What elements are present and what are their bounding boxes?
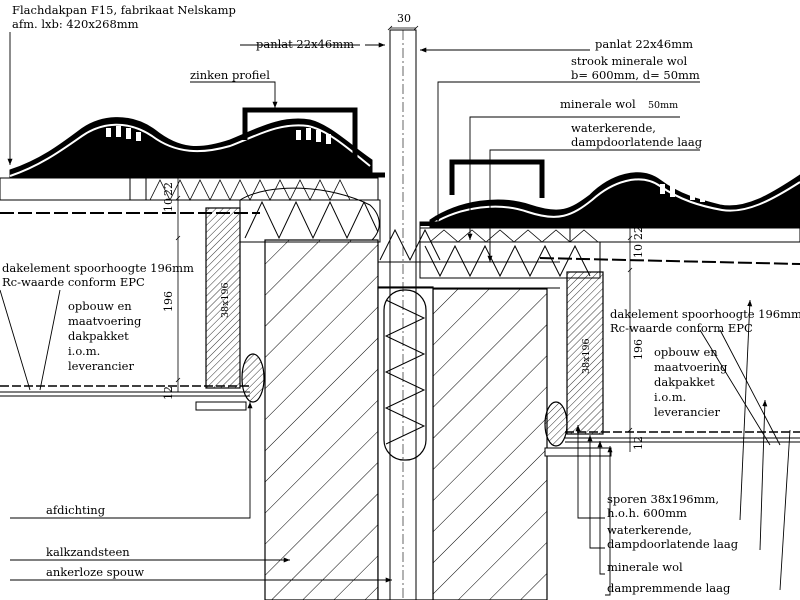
cavity-insulation [377,286,434,600]
label-membrane-top-1: waterkerende, [571,121,656,135]
zinc-profile [242,107,545,226]
inner-leaf-wall [432,288,548,600]
right-roof-element [419,172,800,457]
label-mineral-wool-top: minerale wol [560,97,636,111]
label-sealing: afdichting [46,503,106,517]
label-mineral-wool-top-size: 50mm [648,100,678,111]
dim-cavity-width: 30 [397,12,411,25]
label-build-right-3: dakpakket [654,375,715,389]
label-roof-left-2: Rc-waarde conform EPC [2,275,145,289]
label-roof-right-1: dakelement spoorhoogte 196mm [610,307,800,321]
label-mineral-wool-bottom: minerale wol [607,560,683,574]
label-build-right-1: opbouw en [654,345,718,359]
label-tile-size: afm. lxb: 420x268mm [12,17,139,31]
label-membrane-bottom-2: dampdoorlatende laag [607,537,739,551]
label-roof-right-2: Rc-waarde conform EPC [610,321,753,335]
label-sand-lime: kalkzandsteen [46,545,130,559]
label-panlat-left: panlat 22x46mm [256,37,354,51]
dim-ceiling-left: 12 [162,386,175,400]
label-vapour-barrier: dampremmende laag [607,581,731,595]
dim-ceiling-right: 12 [632,436,645,450]
label-membrane-bottom-1: waterkerende, [607,523,692,537]
dim-rafter-height-left: 196 [162,291,175,312]
dim-batten-left-top: 22 [162,182,175,196]
label-strip-wool-1: strook minerale wol [571,54,688,68]
annotations: Flachdakpan F15, fabrikaat Nelskamp afm.… [2,3,800,595]
label-roof-left-1: dakelement spoorhoogte 196mm [2,261,194,275]
label-build-right-5: leverancier [654,405,720,419]
label-cavity: ankerloze spouw [46,565,144,579]
label-build-left-1: opbouw en [68,299,132,313]
dim-batten-right-bottom: 10 [632,244,645,258]
label-build-left-4: i.o.m. [68,344,100,358]
label-build-left-5: leverancier [68,359,134,373]
dim-rafter-section-left: 38x196 [220,282,231,318]
dim-rafter-height-right: 196 [632,339,645,360]
label-zinc-profile: zinken profiel [190,68,270,82]
label-build-right-4: i.o.m. [654,390,686,404]
label-panlat-right: panlat 22x46mm [595,37,693,51]
left-roof-element [0,117,381,411]
dim-batten-left-bottom: 10 [162,198,175,212]
label-rafters-2: h.o.h. 600mm [607,506,687,520]
label-rafters-1: sporen 38x196mm, [607,492,719,506]
leader-lines [0,32,791,596]
cavity-void [389,29,417,600]
outer-leaf-wall [264,239,379,600]
label-tile-type: Flachdakpan F15, fabrikaat Nelskamp [12,3,236,17]
label-build-left-2: maatvoering [68,314,142,328]
mineral-wool-strip [378,221,571,289]
label-membrane-top-2: dampdoorlatende laag [571,135,703,149]
label-strip-wool-2: b= 600mm, d= 50mm [571,68,700,82]
dim-rafter-section-right: 38x196 [581,338,592,374]
dim-batten-right-top: 22 [632,226,645,240]
label-build-right-2: maatvoering [654,360,728,374]
label-build-left-3: dakpakket [68,329,129,343]
dimension-lines [175,25,633,452]
